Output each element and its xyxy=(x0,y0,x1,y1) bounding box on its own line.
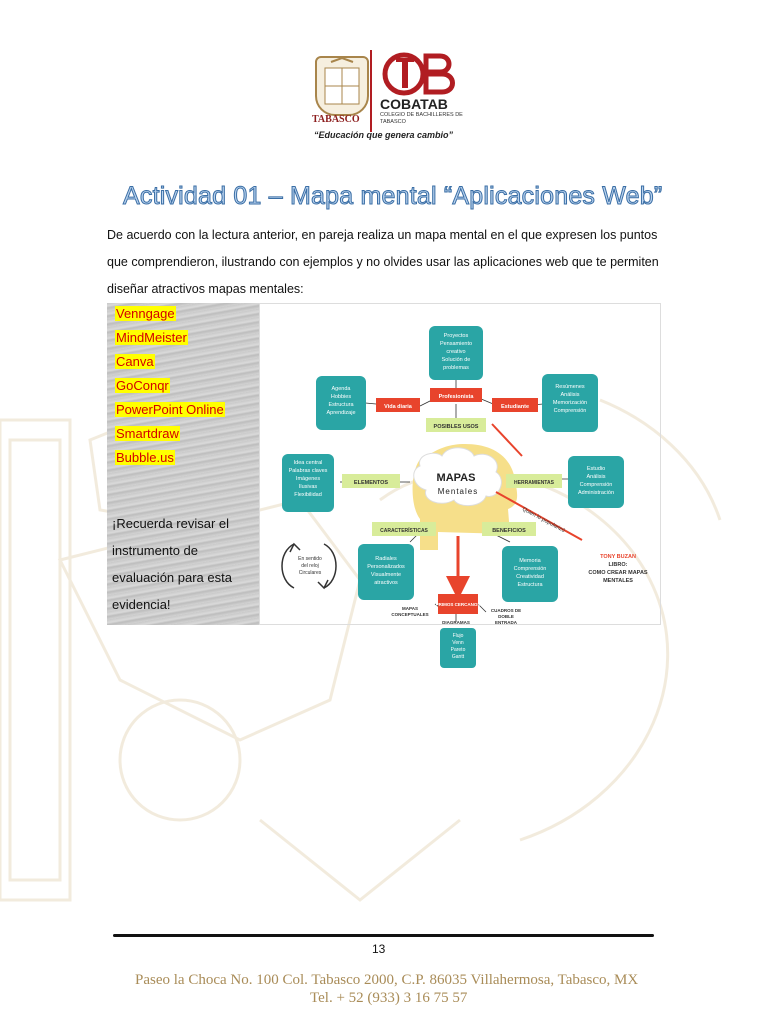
tag-estudiante: Estudiante xyxy=(501,404,529,410)
box-estudio xyxy=(568,456,624,508)
tag-posibles-usos: POSIBLES USOS xyxy=(434,424,479,430)
primo-text: CONCEPTUALES xyxy=(391,612,428,617)
box-text: Administración xyxy=(578,490,614,496)
seal-label: TABASCO xyxy=(312,114,360,125)
header-divider xyxy=(370,50,372,132)
mindmap-image: MAPAS Mentales Proyectos Pensamiento cre… xyxy=(259,303,661,670)
footer-address: Paseo la Choca No. 100 Col. Tabasco 2000… xyxy=(135,972,639,988)
instructions-paragraph: De acuerdo con la lectura anterior, en p… xyxy=(107,228,659,296)
app-label: Bubble.us xyxy=(115,450,175,465)
book-author: TONY BUZAN xyxy=(600,554,636,560)
reminder-text: ¡Recuerda revisar el instrumento de eval… xyxy=(112,516,232,612)
box-text: Ilusivas xyxy=(299,484,318,490)
book-text: MENTALES xyxy=(603,578,633,584)
footer-phone: Tel. + 52 (933) 3 16 75 57 xyxy=(310,990,468,1006)
cycle-text: del reloj xyxy=(301,563,319,569)
slogan: “Educación que genera cambio” xyxy=(314,130,454,140)
box-text: Estructura xyxy=(517,582,543,588)
box-text: Creatividad xyxy=(516,574,544,580)
box-text: atractivos xyxy=(374,580,398,586)
app-label: MindMeister xyxy=(115,330,188,345)
tag-caracteristicas: CARACTERÍSTICAS xyxy=(380,526,428,534)
app-label: Canva xyxy=(115,354,155,369)
app-label: PowerPoint Online xyxy=(115,402,225,417)
box-text: Análisis xyxy=(561,392,580,398)
apps-list: Venngage MindMeister Canva GoConqr Power… xyxy=(115,305,225,473)
box-text: Resúmenes xyxy=(555,384,585,390)
app-item: PowerPoint Online xyxy=(115,401,225,419)
tag-profesionista: Profesionista xyxy=(439,394,475,400)
box-agenda xyxy=(316,376,366,430)
center-subtitle: Mentales xyxy=(438,487,478,496)
primo-text: DIAGRAMAS xyxy=(442,620,470,625)
box-text: Flujo xyxy=(452,633,464,639)
app-item: Canva xyxy=(115,353,225,371)
cycle-text: En sentido xyxy=(298,556,322,562)
box-text: creativo xyxy=(446,349,465,355)
box-text: Solución de xyxy=(442,357,471,363)
app-item: Bubble.us xyxy=(115,449,225,467)
box-text: Radiales xyxy=(375,556,397,562)
box-text: Agenda xyxy=(332,386,352,392)
flujo-box: Flujo Venn Pareto Gantt xyxy=(440,628,476,668)
page-title: Actividad 01 – Mapa mental “Aplicaciones… xyxy=(122,182,663,211)
primo-text: ENTRADA xyxy=(495,620,518,625)
primo-text: MAPAS xyxy=(402,606,418,611)
app-label: Smartdraw xyxy=(115,426,180,441)
app-label: GoConqr xyxy=(115,378,170,393)
tabasco-seal-icon xyxy=(315,56,369,116)
cobatab-logo-icon xyxy=(382,52,455,96)
box-text: Hobbies xyxy=(331,394,351,400)
tag-elementos: ELEMENTOS xyxy=(354,480,388,486)
box-text: Gantt xyxy=(451,654,465,660)
box-text: Pareto xyxy=(450,647,466,653)
cycle-text: Circulares xyxy=(299,570,322,576)
app-item: GoConqr xyxy=(115,377,225,395)
app-item: Venngage xyxy=(115,305,225,323)
org-name: COBATAB xyxy=(380,96,448,112)
box-text: Estudio xyxy=(587,466,605,472)
app-label: Venngage xyxy=(115,306,176,321)
box-text: Proyectos xyxy=(444,333,469,339)
box-text: Venn xyxy=(452,640,464,646)
header-logos: TABASCO COBATAB COLEGIO DE BACHILLERES D… xyxy=(300,48,480,143)
box-text: Estructura xyxy=(328,402,354,408)
app-item: MindMeister xyxy=(115,329,225,347)
box-text: Idea central xyxy=(294,460,323,466)
box-proyectos xyxy=(429,326,483,380)
box-text: Comprensión xyxy=(554,408,587,414)
center-title: MAPAS xyxy=(437,472,476,484)
footer-line xyxy=(113,934,654,937)
tag-vida-diaria: Vida diaria xyxy=(384,404,413,410)
box-text: Comprensión xyxy=(580,482,613,488)
box-text: Visualmente xyxy=(371,572,401,578)
box-text: Memoria xyxy=(519,558,541,564)
box-text: problemas xyxy=(443,365,469,371)
tag-beneficios: BENEFICIOS xyxy=(492,528,526,534)
cycle-icon xyxy=(281,542,337,590)
box-text: Aprendizaje xyxy=(326,410,355,416)
box-memoria xyxy=(502,546,558,602)
box-text: Comprensión xyxy=(514,566,547,572)
box-text: Imágenes xyxy=(296,476,320,482)
box-radiales xyxy=(358,544,414,600)
box-resumenes xyxy=(542,374,598,432)
box-text: Pensamiento xyxy=(440,341,472,347)
primo-text: DOBLE xyxy=(498,614,514,619)
box-idea xyxy=(282,454,334,512)
box-text: Análisis xyxy=(587,474,606,480)
box-text: Flexibilidad xyxy=(294,492,322,498)
box-text: Personalizados xyxy=(367,564,405,570)
primo-text: CUADROS DE xyxy=(491,608,521,613)
tag-herramientas: HERRAMIENTAS xyxy=(514,480,555,486)
page-number: 13 xyxy=(372,942,386,956)
box-text: Memorización xyxy=(553,400,587,406)
tag-primos: PRIMOS CERCANOS xyxy=(436,602,481,607)
book-text: LIBRO: xyxy=(609,562,628,568)
org-subtitle: COLEGIO DE BACHILLERES DE TABASCO xyxy=(380,112,463,125)
box-text: Palabras claves xyxy=(289,468,328,474)
book-text: COMO CREAR MAPAS xyxy=(588,570,648,576)
app-item: Smartdraw xyxy=(115,425,225,443)
